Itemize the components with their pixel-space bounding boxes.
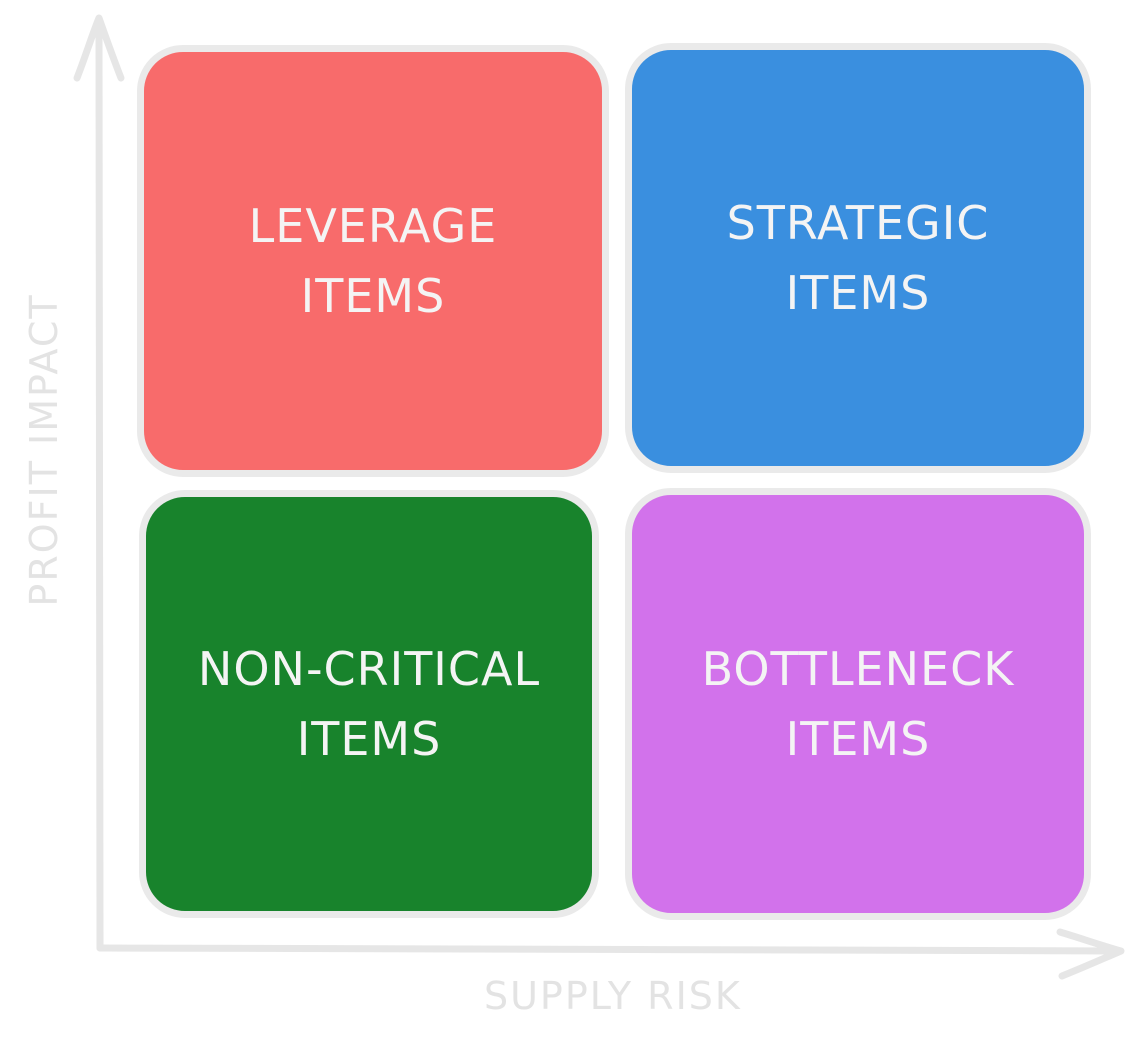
quadrant-strategic-items: STRATEGIC ITEMS (625, 43, 1091, 473)
quadrant-noncritical-label: NON-CRITICAL ITEMS (198, 634, 540, 774)
quadrant-leverage-line2: ITEMS (300, 269, 446, 323)
quadrant-bottleneck-line1: BOTTLENECK (701, 642, 1015, 696)
x-axis-arrowhead (1056, 928, 1125, 980)
y-axis-label: PROFIT IMPACT (22, 293, 66, 607)
quadrant-leverage-items: LEVERAGE ITEMS (137, 45, 609, 477)
x-axis-line (96, 944, 1124, 955)
quadrant-noncritical-line1: NON-CRITICAL (197, 642, 541, 696)
quadrant-strategic-line2: ITEMS (785, 266, 931, 320)
x-axis-label: SUPPLY RISK (484, 974, 742, 1018)
quadrant-bottleneck-line2: ITEMS (785, 712, 931, 766)
quadrant-leverage-line1: LEVERAGE (248, 199, 498, 253)
quadrant-noncritical-line2: ITEMS (296, 712, 442, 766)
quadrant-strategic-label: STRATEGIC ITEMS (727, 188, 990, 328)
y-axis-arrowhead (73, 14, 125, 82)
quadrant-bottleneck-items: BOTTLENECK ITEMS (625, 488, 1091, 920)
quadrant-noncritical-items: NON-CRITICAL ITEMS (139, 490, 599, 918)
quadrant-leverage-label: LEVERAGE ITEMS (249, 191, 498, 331)
quadrant-strategic-line1: STRATEGIC (726, 196, 990, 250)
y-axis-line (95, 16, 104, 952)
quadrant-bottleneck-label: BOTTLENECK ITEMS (702, 634, 1015, 774)
